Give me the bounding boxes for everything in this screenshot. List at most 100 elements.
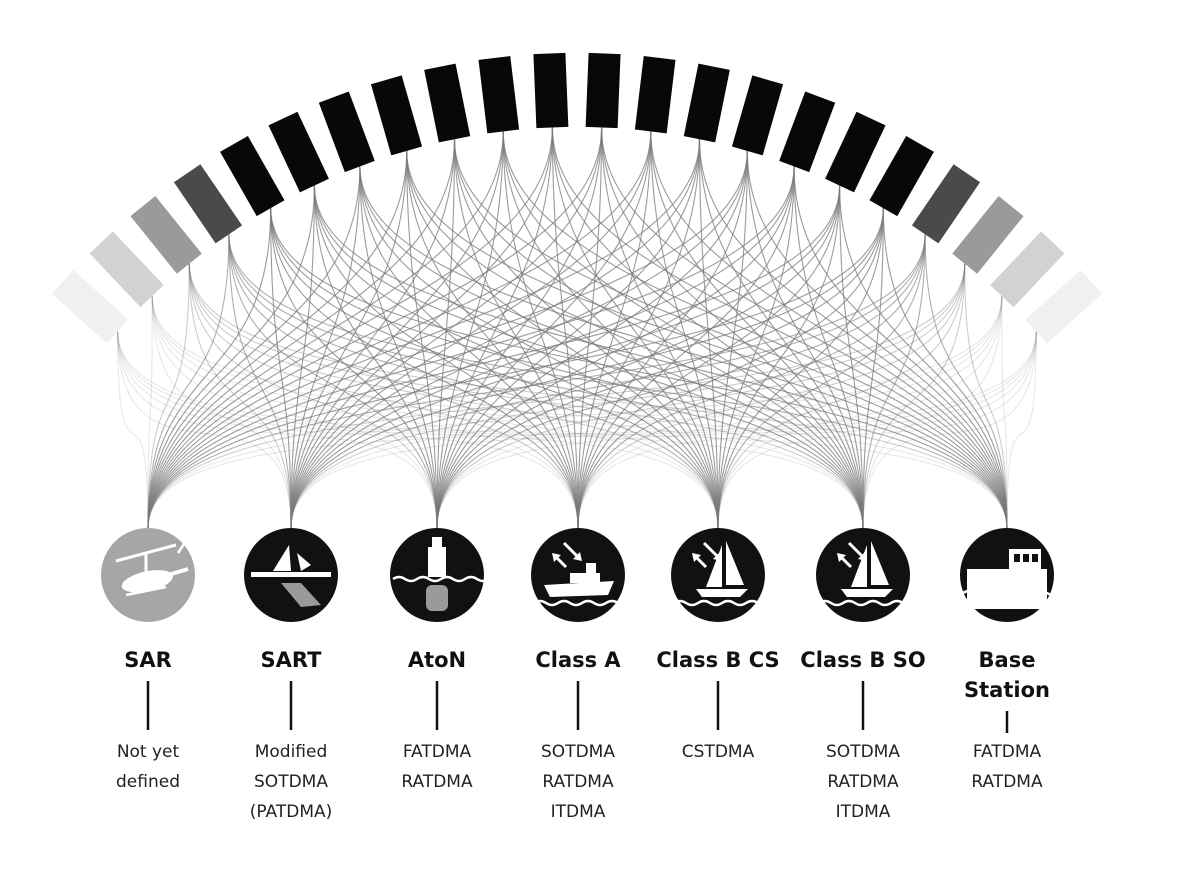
slot-link bbox=[436, 331, 1037, 529]
slot-link bbox=[793, 166, 1008, 529]
station-name: Class A bbox=[535, 648, 621, 672]
slot-link bbox=[717, 185, 841, 529]
slot-link bbox=[117, 331, 292, 529]
slot-link bbox=[147, 263, 190, 529]
slot-link bbox=[147, 185, 841, 529]
slot-link bbox=[964, 263, 1008, 529]
slot-link bbox=[862, 234, 926, 529]
time-slot bbox=[51, 270, 129, 344]
access-scheme: FATDMA bbox=[403, 742, 472, 762]
access-scheme: Modified bbox=[255, 742, 328, 762]
access-scheme: SOTDMA bbox=[254, 772, 328, 792]
slot-link bbox=[117, 331, 579, 529]
access-scheme: RATDMA bbox=[542, 772, 614, 792]
slot-link bbox=[502, 131, 864, 529]
slot-link bbox=[577, 127, 603, 529]
slot-link bbox=[862, 263, 966, 529]
access-scheme: RATDMA bbox=[401, 772, 473, 792]
slot-link bbox=[577, 166, 795, 529]
ship-icon bbox=[533, 541, 631, 607]
slot-link bbox=[1006, 331, 1037, 529]
slot-link bbox=[228, 234, 438, 529]
access-scheme: (PATDMA) bbox=[250, 802, 333, 822]
slot-link bbox=[290, 185, 315, 529]
slot-link bbox=[601, 127, 719, 529]
time-slot bbox=[533, 52, 569, 129]
slot-link bbox=[290, 139, 456, 529]
slot-link bbox=[290, 131, 652, 529]
slot-link bbox=[290, 150, 408, 529]
station-name: SART bbox=[261, 648, 323, 672]
slot-link bbox=[147, 208, 272, 529]
slot-link bbox=[698, 139, 719, 529]
slot-link bbox=[147, 131, 504, 529]
slot-link bbox=[577, 185, 841, 529]
slot-link bbox=[147, 296, 1003, 529]
helicopter-icon bbox=[115, 540, 189, 597]
slot-link bbox=[290, 166, 795, 529]
station-name: Station bbox=[964, 678, 1050, 702]
slot-link bbox=[601, 127, 864, 529]
slot-link bbox=[650, 131, 1008, 529]
slot-link bbox=[882, 208, 1008, 529]
slot-link bbox=[436, 131, 504, 529]
slot-link bbox=[228, 234, 719, 529]
slot-link bbox=[117, 331, 149, 529]
time-slot bbox=[952, 196, 1024, 274]
time-slot-arc bbox=[51, 52, 1103, 344]
slot-link bbox=[151, 296, 1008, 529]
slot-link bbox=[577, 263, 966, 529]
access-scheme: defined bbox=[116, 772, 180, 792]
station-name: Base bbox=[979, 648, 1036, 672]
time-slot bbox=[634, 56, 676, 134]
slot-link bbox=[188, 263, 719, 529]
slot-link bbox=[577, 150, 748, 529]
slot-link bbox=[290, 331, 1037, 529]
slot-link bbox=[188, 263, 1008, 529]
slot-link bbox=[117, 331, 1008, 529]
slot-link bbox=[551, 127, 579, 529]
slot-link bbox=[147, 127, 603, 529]
link-lines bbox=[117, 127, 1037, 529]
slot-link bbox=[188, 263, 438, 529]
slot-link bbox=[290, 263, 966, 529]
time-slot bbox=[731, 75, 784, 156]
slot-link bbox=[502, 131, 579, 529]
slot-link bbox=[228, 234, 1008, 529]
slot-link bbox=[453, 139, 1008, 529]
slot-link bbox=[406, 150, 438, 529]
slot-link bbox=[270, 208, 292, 529]
slot-link bbox=[746, 150, 864, 529]
slot-link bbox=[717, 208, 884, 529]
time-slot bbox=[869, 136, 934, 217]
slot-link bbox=[270, 208, 1008, 529]
access-scheme: RATDMA bbox=[827, 772, 899, 792]
slot-link bbox=[601, 127, 1008, 529]
time-slot bbox=[825, 111, 886, 193]
slot-link bbox=[147, 139, 701, 529]
slot-link bbox=[151, 296, 579, 529]
slot-link bbox=[359, 166, 719, 529]
slot-link bbox=[698, 139, 1008, 529]
time-slot bbox=[478, 56, 520, 134]
slot-link bbox=[746, 150, 1008, 529]
time-slot bbox=[318, 91, 375, 173]
slot-link bbox=[717, 296, 1003, 529]
time-slot bbox=[683, 63, 730, 143]
slot-link bbox=[147, 139, 456, 529]
slot-link bbox=[290, 166, 361, 529]
slot-link bbox=[313, 185, 579, 529]
slot-link bbox=[270, 208, 719, 529]
slot-link bbox=[290, 139, 701, 529]
access-scheme: RATDMA bbox=[971, 772, 1043, 792]
slot-link bbox=[270, 208, 579, 529]
slot-link bbox=[313, 185, 438, 529]
slot-link bbox=[151, 296, 864, 529]
station-name: SAR bbox=[124, 648, 172, 672]
slot-link bbox=[290, 208, 884, 529]
slot-link bbox=[147, 296, 153, 529]
time-slot bbox=[911, 164, 981, 244]
